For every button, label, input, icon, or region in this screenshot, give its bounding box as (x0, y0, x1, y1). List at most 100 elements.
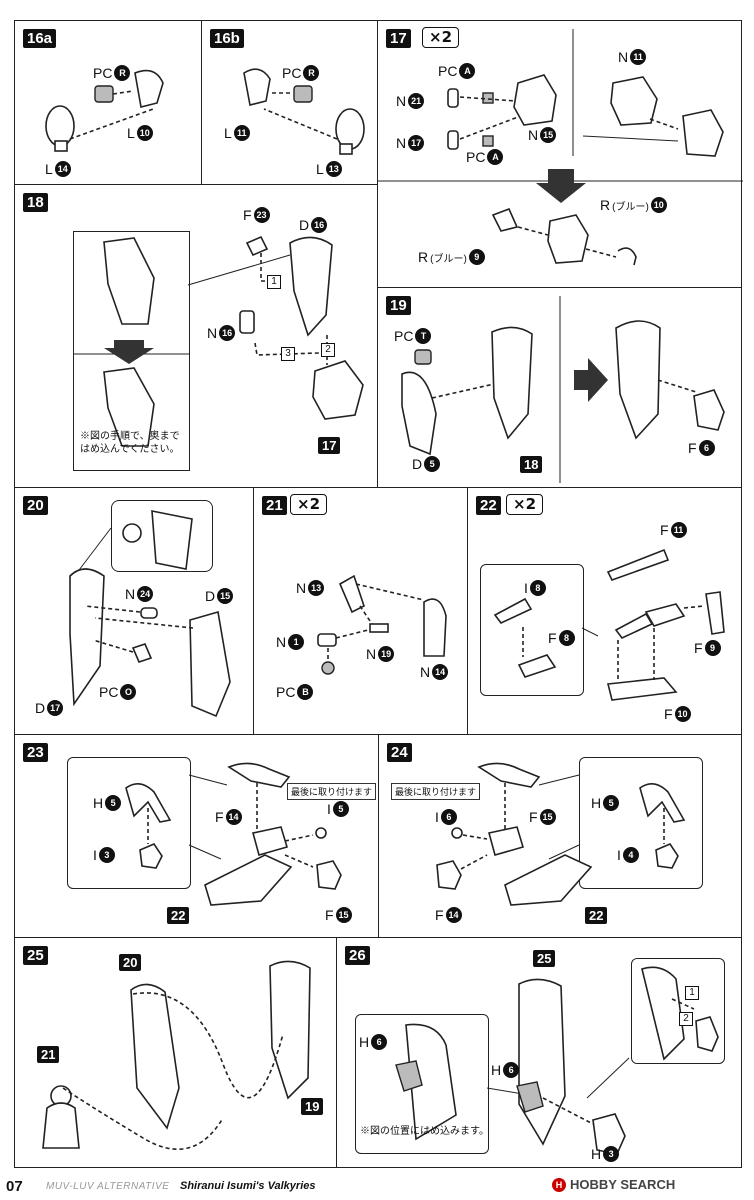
step-number: 24 (387, 743, 412, 762)
step-19-diagram (401, 296, 725, 483)
step-number: 26 (345, 946, 370, 965)
ref-step-21: 21 (37, 1046, 60, 1063)
step-24-diagram (436, 762, 593, 906)
detail-inset-2 (631, 958, 725, 1064)
ref-step-25: 25 (533, 950, 556, 967)
step-number: 25 (23, 946, 48, 965)
order-2: 2 (679, 1012, 693, 1026)
step-number: 23 (23, 743, 48, 762)
multiplier: ×2 (290, 494, 328, 515)
step-number: 19 (386, 296, 411, 315)
detail-inset (111, 500, 213, 572)
hobby-search-icon: H (552, 1177, 566, 1192)
ref-step-19: 19 (301, 1098, 324, 1115)
order-2: 2 (321, 343, 335, 357)
note-text: ※図の手順で、奥まではめ込んでください。 (80, 431, 180, 455)
note-attach-last: 最後に取り付けます (391, 783, 481, 800)
ref-step-18: 18 (520, 456, 543, 473)
ref-step-22: 22 (585, 907, 608, 924)
page-number: 07 (6, 1178, 23, 1195)
ref-step-17: 17 (318, 437, 341, 454)
detail-inset (67, 757, 191, 889)
step-number: 21 (262, 496, 287, 515)
step-22-diagram (581, 548, 725, 701)
step-number: 20 (23, 496, 48, 515)
step-25-diagram (42, 960, 311, 1151)
multiplier: ×2 (506, 494, 544, 515)
label-r9: R(ブルー)9 (418, 249, 485, 265)
step-18-diagram (187, 235, 364, 420)
brand-logo-text: MUV-LUV ALTERNATIVE (46, 1181, 170, 1192)
detail-inset: ※図の手順で、奥まではめ込んでください。 (73, 231, 190, 471)
order-1: 1 (267, 275, 281, 289)
order-1: 1 (685, 986, 699, 1000)
step-20-diagram (69, 527, 231, 718)
step-16a-diagram (45, 69, 164, 152)
step-23-diagram (188, 762, 342, 906)
step-25-panel: 25 20 21 19 (14, 937, 337, 1168)
step-number: 16b (210, 29, 244, 48)
step-number: 18 (23, 193, 48, 212)
step-number: 16a (23, 29, 57, 48)
detail-inset (579, 757, 703, 889)
step-17-diagram (378, 29, 743, 266)
label-r10: R(ブルー)10 (600, 197, 667, 213)
step-21-diagram (317, 574, 447, 675)
ref-step-22: 22 (167, 907, 190, 924)
down-arrow (536, 169, 586, 203)
order-3: 3 (281, 347, 295, 361)
product-title: Shiranui Isumi's Valkyries (180, 1180, 316, 1192)
multiplier: ×2 (422, 27, 460, 48)
step-number: 17 (386, 29, 411, 48)
step-26-diagram (486, 978, 630, 1155)
